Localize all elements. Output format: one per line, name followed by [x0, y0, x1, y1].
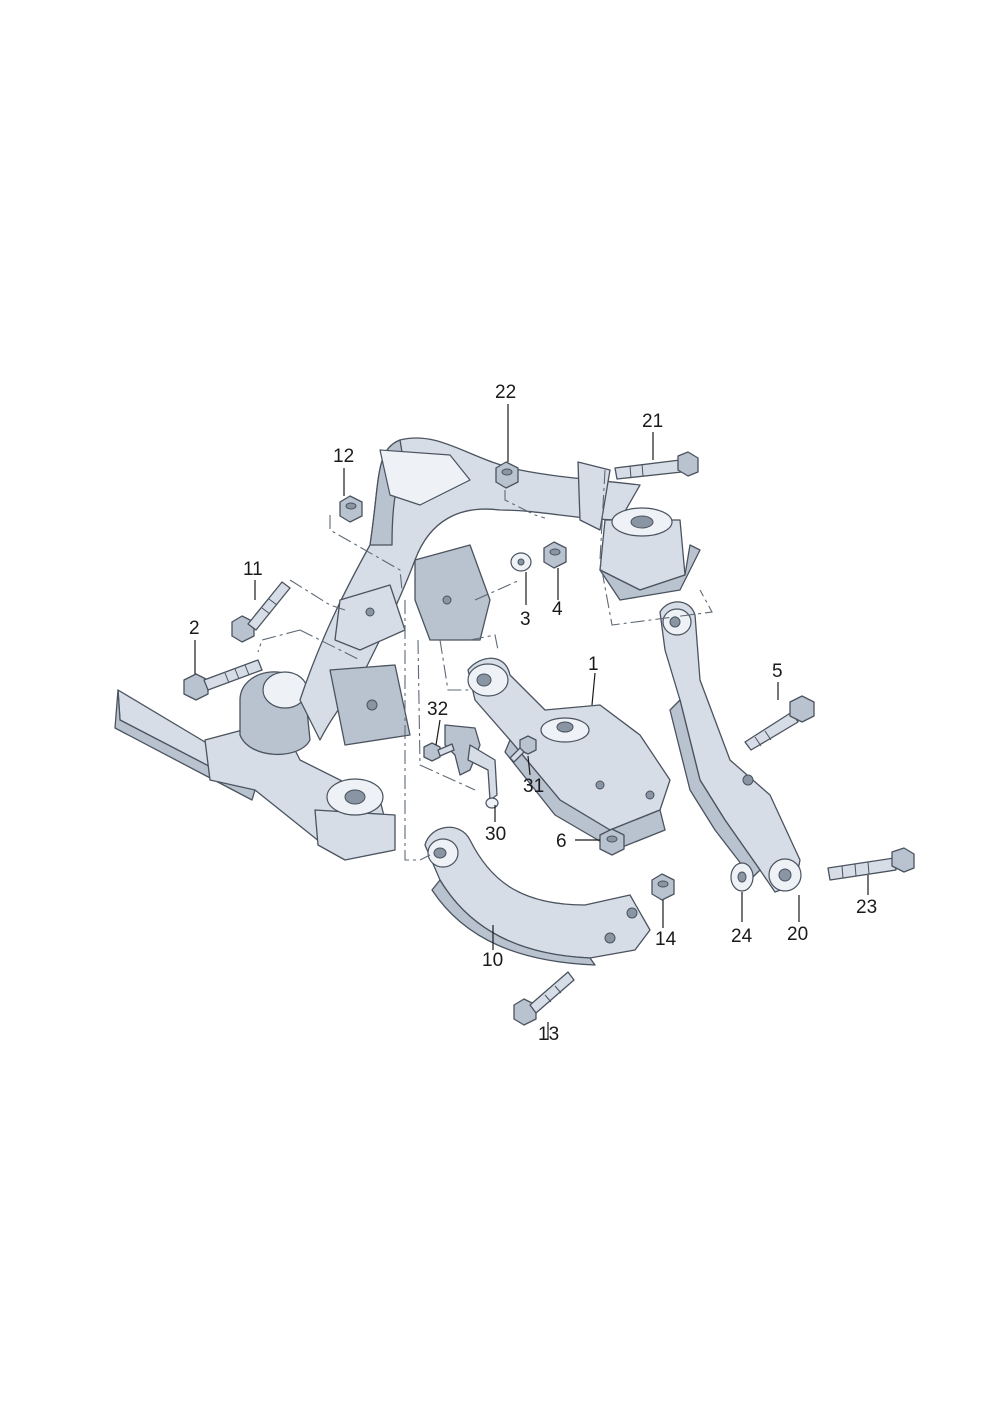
- nut-14: [651, 873, 675, 901]
- callout-22: 22: [495, 382, 516, 403]
- nut-22: [495, 461, 519, 489]
- callout-12: 12: [333, 446, 354, 467]
- callout-3: 3: [520, 609, 531, 630]
- callout-5: 5: [772, 661, 783, 682]
- callout-10: 10: [482, 950, 503, 971]
- assembly-guide-lines: [257, 469, 713, 861]
- callout-4: 4: [552, 599, 563, 620]
- level-sensor-bracket: [444, 724, 499, 809]
- bolt-11: [231, 581, 291, 643]
- nut-12: [339, 495, 363, 523]
- trailing-link-arm: [659, 601, 802, 893]
- callout-6: 6: [556, 831, 567, 852]
- lower-control-arm: [467, 657, 671, 851]
- bolt-13: [513, 971, 575, 1026]
- bolt-5: [744, 695, 815, 751]
- bolt-2: [183, 659, 263, 701]
- callout-20: 20: [787, 924, 808, 945]
- callout-13: 13: [538, 1024, 559, 1045]
- washer-3: [510, 552, 532, 572]
- upper-curved-arm: [424, 826, 651, 966]
- callout-23: 23: [856, 897, 877, 918]
- rear-subframe: [114, 437, 701, 861]
- callout-11: 11: [243, 559, 263, 580]
- bolt-21: [614, 451, 699, 480]
- nut-4: [543, 541, 567, 569]
- callout-24: 24: [731, 926, 753, 947]
- nut-6: [599, 828, 625, 856]
- callout-leaders: [194, 404, 869, 1040]
- callout-32: 32: [427, 699, 448, 720]
- callout-2: 2: [189, 618, 200, 639]
- screw-31: [509, 735, 537, 763]
- callout-21: 21: [642, 411, 663, 432]
- bolt-23: [827, 847, 915, 881]
- callout-31: 31: [523, 776, 544, 797]
- callout-30: 30: [485, 824, 506, 845]
- callout-14: 14: [655, 929, 677, 950]
- screw-32: [423, 742, 455, 762]
- washer-24: [730, 862, 754, 892]
- callout-labels: 22 21 12 11 2 3 4 1 5 32 31 30 6 14 10 1…: [189, 382, 877, 1045]
- callout-1: 1: [588, 654, 599, 675]
